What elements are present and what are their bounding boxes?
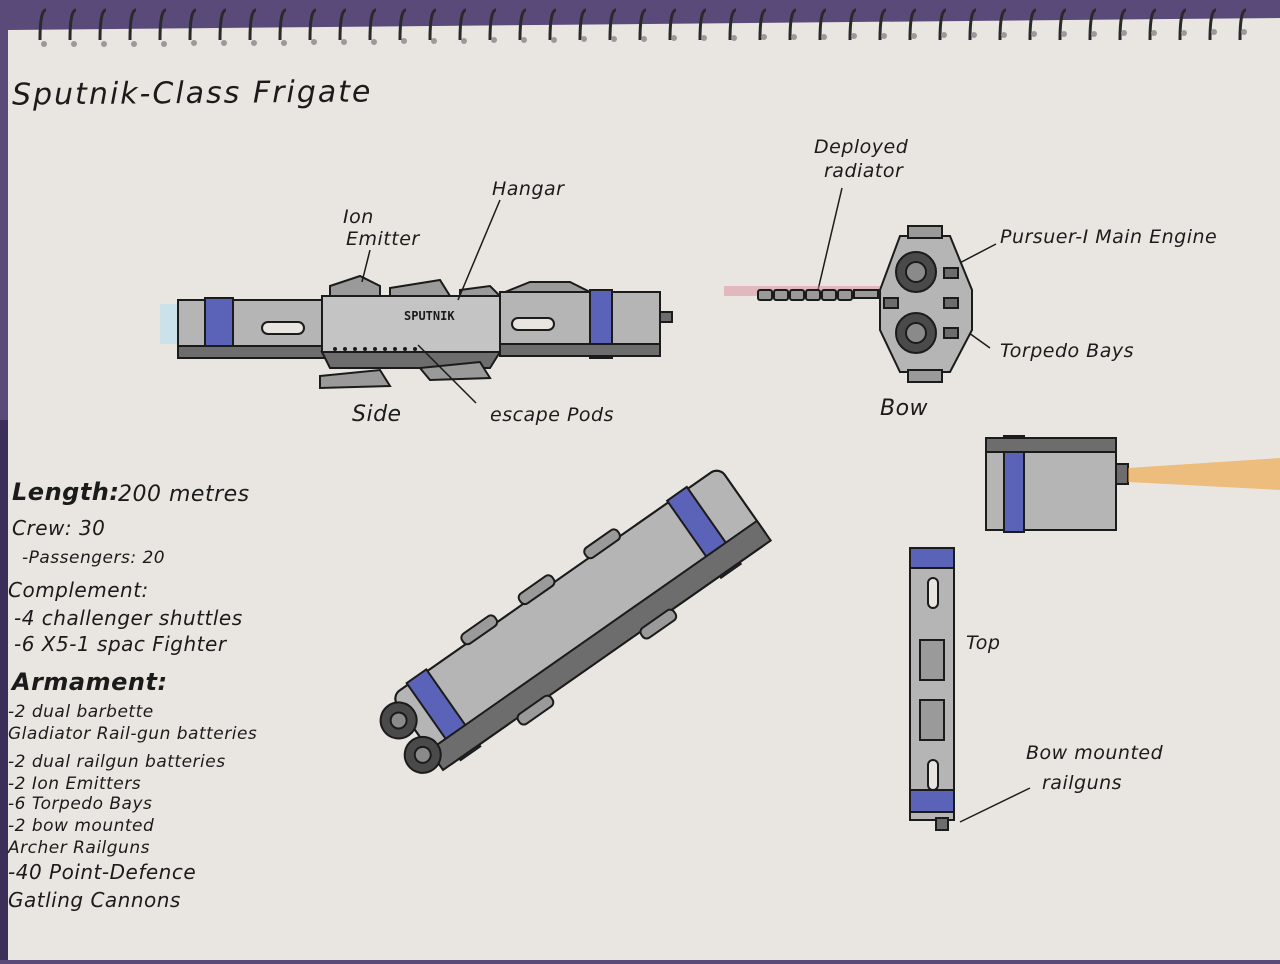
- spec-armament-item: -2 dual barbette: [8, 702, 154, 722]
- ship-side-view: [160, 274, 673, 390]
- spec-length-label: Length:: [12, 478, 120, 506]
- label-radiator-line1: Deployed: [814, 136, 909, 158]
- ship-top-view: [909, 547, 955, 831]
- spec-armament-item: -2 Ion Emitters: [8, 774, 142, 794]
- spec-armament-item: Archer Railguns: [8, 838, 150, 858]
- binding-holes: [41, 29, 1247, 47]
- label-main-engine: Pursuer-I Main Engine: [1000, 226, 1218, 248]
- label-side-view: Side: [352, 402, 402, 427]
- label-top-view: Top: [966, 632, 1001, 654]
- spec-complement-heading: Complement:: [8, 578, 149, 602]
- label-bow-view: Bow: [880, 396, 929, 421]
- page-title: Sputnik-Class Frigate: [11, 74, 373, 113]
- label-bow-railguns-line2: railguns: [1042, 772, 1123, 794]
- spec-passengers: -Passengers: 20: [22, 548, 166, 568]
- ship-bow-view: [724, 225, 973, 383]
- spec-armament-heading: Armament:: [12, 668, 168, 696]
- label-torpedo-bays: Torpedo Bays: [1000, 340, 1134, 362]
- label-radiator-line2: radiator: [824, 160, 904, 182]
- label-escape-pods: escape Pods: [490, 404, 615, 426]
- spec-length-value: 200 metres: [118, 482, 250, 507]
- label-hangar: Hangar: [492, 178, 565, 200]
- label-ion-emitter-line2: Emitter: [346, 228, 420, 250]
- spec-armament-item: -2 dual railgun batteries: [8, 752, 226, 772]
- ship-stern-view: [985, 435, 1280, 533]
- spec-complement-item: -4 challenger shuttles: [14, 606, 243, 630]
- spec-armament-item: -2 bow mounted: [8, 816, 155, 836]
- spec-armament-item: Gatling Cannons: [8, 888, 181, 912]
- ship-perspective-view: [379, 469, 773, 774]
- label-ion-emitter-line1: Ion: [343, 206, 374, 228]
- spiral-binding-icon: [38, 8, 1247, 41]
- label-bow-railguns-line1: Bow mounted: [1026, 742, 1164, 764]
- spec-armament-item: -6 Torpedo Bays: [8, 794, 153, 814]
- ship-name-marking: SPUTNIK: [404, 309, 455, 323]
- spec-crew: Crew: 30: [12, 516, 106, 540]
- spec-armament-item: Gladiator Rail-gun batteries: [8, 724, 258, 744]
- spec-armament-item: -40 Point-Defence: [8, 860, 197, 884]
- paper-sheet: [8, 18, 1280, 960]
- spec-complement-item: -6 X5-1 spac Fighter: [14, 632, 227, 656]
